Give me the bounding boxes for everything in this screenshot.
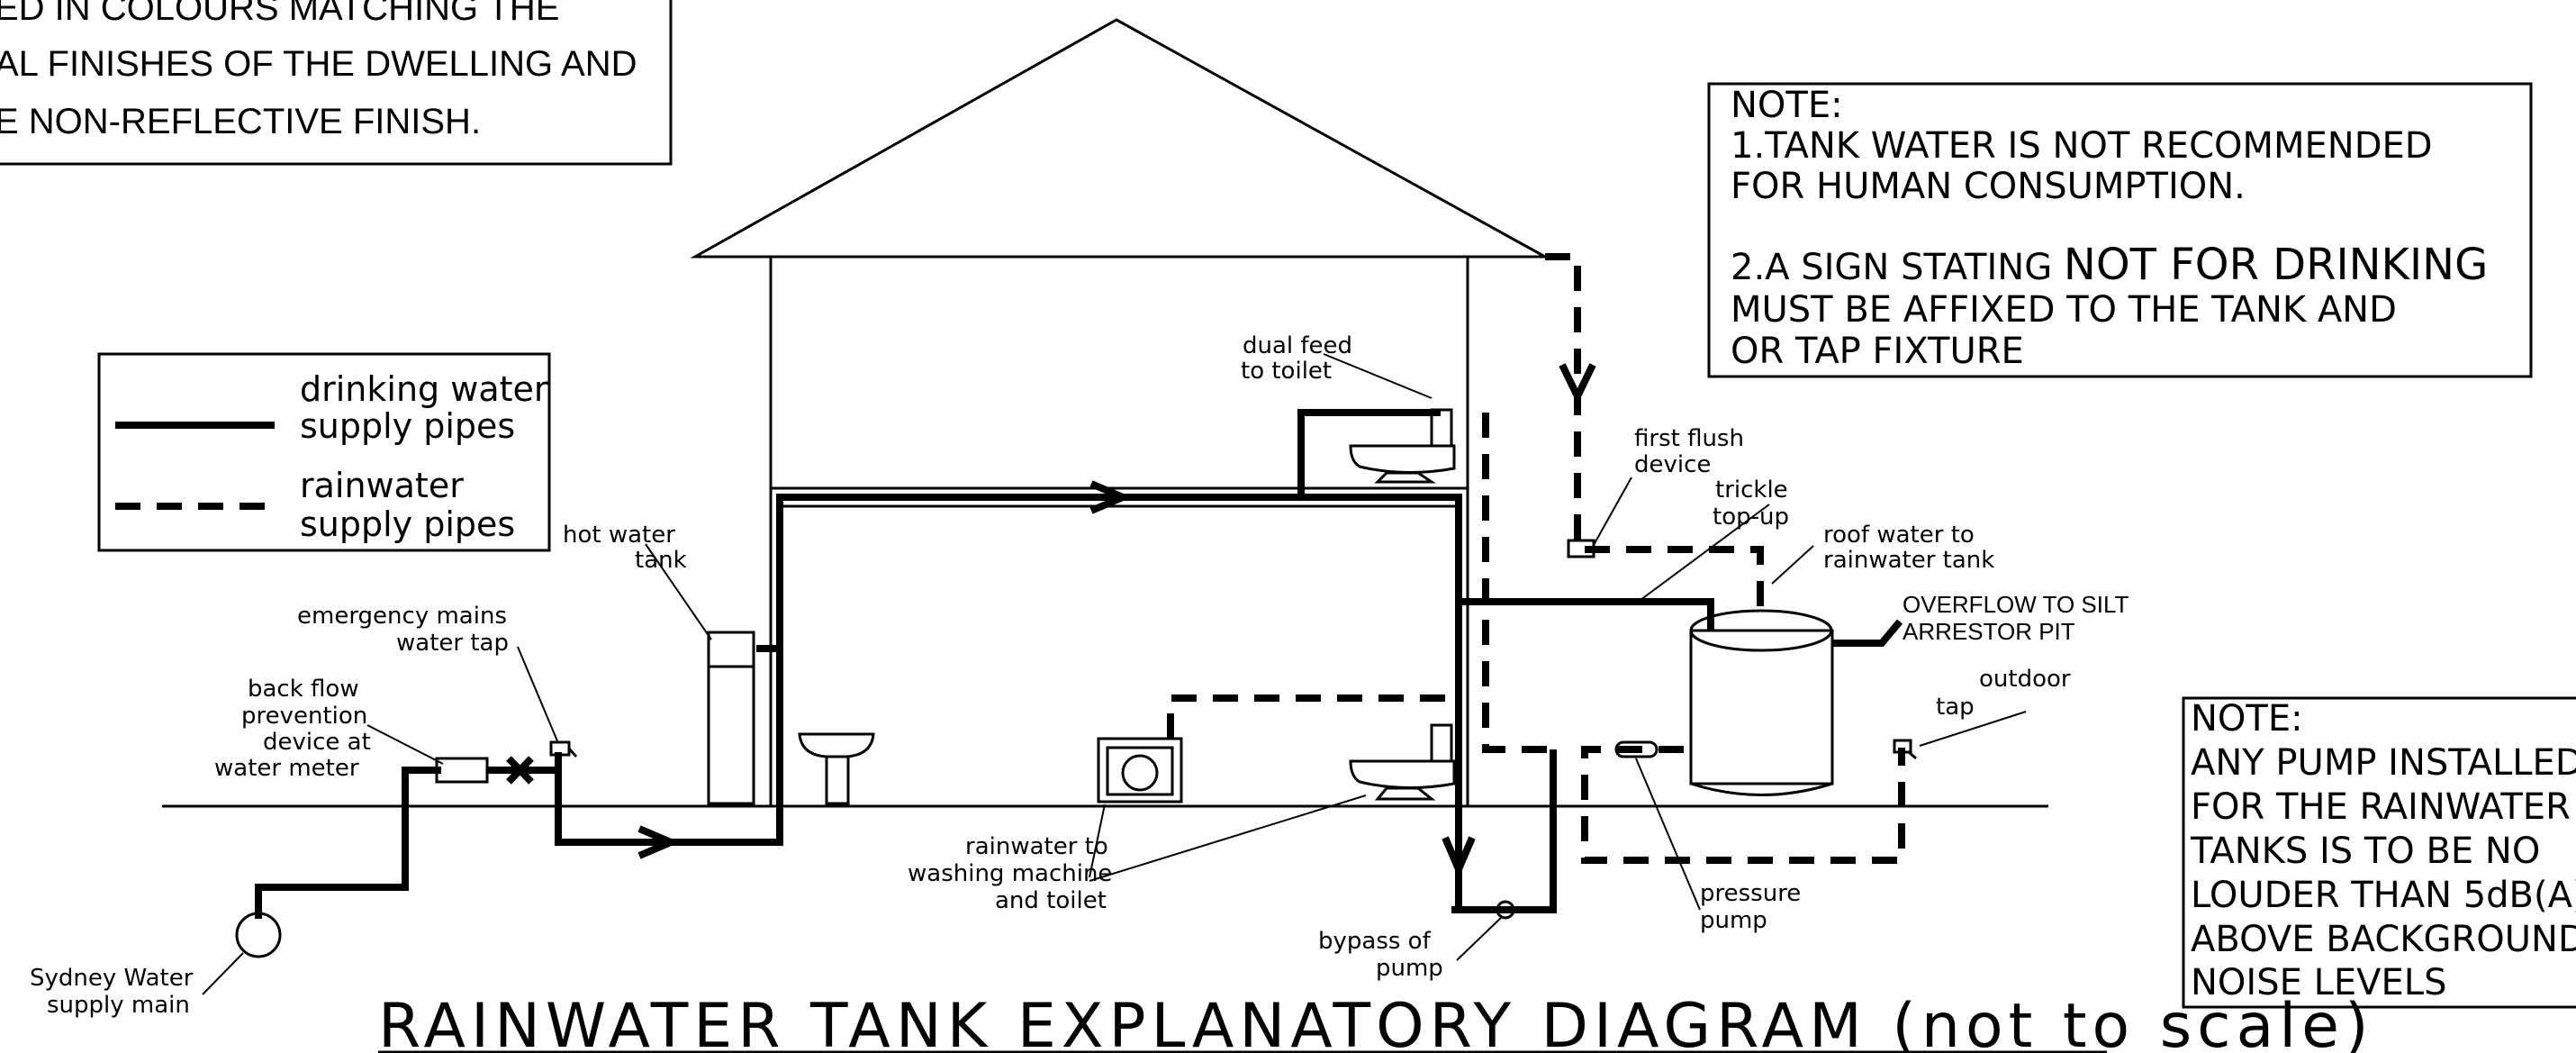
pump-note-heading: NOTE:	[2191, 698, 2303, 740]
hot-water-tank-icon	[707, 631, 755, 805]
note-line-2: FOR HUMAN CONSUMPTION.	[1731, 166, 2246, 207]
label-pressure-2: pump	[1700, 907, 1767, 934]
label-sydney-1: Sydney Water	[30, 965, 194, 992]
first-flush-pipe	[1585, 546, 1764, 613]
label-overflow-1: OVERFLOW TO SILT	[1903, 591, 2129, 618]
label-hot-water-1: hot water	[563, 522, 675, 549]
bypass-valve-icon	[1496, 900, 1515, 920]
label-trickle-1: trickle	[1715, 477, 1788, 504]
basin-icon	[798, 732, 875, 805]
roof-downpipe	[1545, 253, 1581, 545]
label-hot-water-2: tank	[635, 547, 687, 574]
toilet-downstairs-icon	[1349, 723, 1456, 801]
pump-note-line-2: FOR THE RAINWATER	[2191, 786, 2571, 828]
label-washing-2: washing machine	[908, 860, 1112, 887]
diagram-title: RAINWATER TANK EXPLANATORY DIAGRAM (not …	[378, 991, 2374, 1053]
label-pressure-1: pressure	[1700, 880, 1801, 907]
pressure-pump-icon	[1614, 740, 1659, 758]
label-washing-1: rainwater to	[965, 833, 1108, 860]
leader-lines	[202, 353, 2027, 995]
rainwater-pipes	[1167, 253, 1905, 864]
label-first-flush-1: first flush	[1634, 425, 1744, 452]
label-first-flush-2: device	[1634, 451, 1711, 478]
note-line-5: OR TAP FIXTURE	[1731, 331, 2024, 372]
drinking-water-pipes	[255, 409, 1903, 919]
toilet-upstairs-drinking-pipe	[1297, 409, 1441, 497]
house	[690, 18, 1546, 806]
label-backflow-1: back flow	[248, 676, 359, 703]
label-dual-feed-2: to toilet	[1241, 358, 1332, 385]
rainwater-tank-icon	[1689, 609, 1834, 796]
pump-note-line-6: NOISE LEVELS	[2191, 962, 2446, 1003]
pump-note-line-3: TANKS IS TO BE NO	[2190, 831, 2540, 872]
rainwater-house-pipe	[1482, 413, 1553, 753]
label-trickle-2: top-up	[1713, 504, 1789, 531]
arrow-mains	[637, 825, 681, 859]
bypass-pipe	[1459, 749, 1557, 913]
label-outdoor-tap-1: outdoor	[1979, 666, 2071, 693]
outdoor-tap-icon	[1893, 739, 1917, 761]
top-left-note-line-3: E NON-REFLECTIVE FINISH.	[0, 102, 481, 141]
label-dual-feed-1: dual feed	[1243, 332, 1352, 359]
label-emergency-1: emergency mains	[297, 603, 507, 630]
label-roof-water-1: roof water to	[1823, 522, 1975, 549]
legend-rain-line-1: rainwater	[300, 466, 464, 505]
note-heading: NOTE:	[1731, 85, 1843, 126]
trickle-topup-pipe	[1459, 598, 1714, 631]
emergency-mains-tap-icon	[549, 740, 578, 770]
label-washing-3: and toilet	[995, 887, 1107, 914]
note-line-1: 1.TANK WATER IS NOT RECOMMENDED	[1731, 125, 2433, 167]
arrow-ceiling	[1089, 480, 1133, 514]
washing-machine-pipe	[1167, 694, 1459, 739]
pump-note-line-4: LOUDER THAN 5dB(A)	[2191, 875, 2576, 916]
legend-drinking-line-2: supply pipes	[300, 406, 515, 446]
label-outdoor-tap-2: tap	[1936, 694, 1975, 721]
component-labels: dual feed to toilet first flush device t…	[30, 332, 2129, 1019]
washing-machine-icon	[1097, 737, 1183, 803]
label-backflow-4: water meter	[214, 755, 359, 782]
arrow-bypass	[1442, 836, 1476, 879]
sydney-water-main-icon	[235, 912, 282, 958]
pressure-pump-loop	[1581, 746, 1905, 864]
top-left-note-line-2: AL FINISHES OF THE DWELLING AND	[0, 44, 637, 84]
legend-drinking-line-1: drinking water	[300, 369, 548, 409]
note-pump: NOTE: ANY PUMP INSTALLED FOR THE RAINWAT…	[2182, 696, 2576, 1009]
label-sydney-2: supply main	[47, 992, 190, 1019]
toilet-upstairs-icon	[1349, 408, 1456, 484]
note-line-4: MUST BE AFFIXED TO THE TANK AND	[1731, 289, 2397, 331]
label-bypass-2: pump	[1376, 955, 1443, 982]
diagram-title-group: RAINWATER TANK EXPLANATORY DIAGRAM (not …	[378, 991, 2374, 1053]
note-tank-water: NOTE: 1.TANK WATER IS NOT RECOMMENDED FO…	[1707, 82, 2533, 378]
pump-note-line-1: ANY PUMP INSTALLED	[2191, 742, 2576, 784]
label-roof-water-2: rainwater tank	[1823, 547, 1994, 574]
top-left-note-line-1: ED IN COLOURS MATCHING THE	[0, 0, 559, 28]
note-line-3: 2.A SIGN STATING NOT FOR DRINKING	[1731, 240, 2488, 290]
house-roof	[690, 18, 1546, 259]
overflow-pipe	[1832, 619, 1903, 647]
backflow-prevention-device	[435, 756, 534, 785]
label-bypass-1: bypass of	[1318, 928, 1432, 955]
mains-supply-pipe	[255, 767, 441, 919]
pump-note-line-5: ABOVE BACKGROUND	[2191, 919, 2576, 960]
flow-arrows	[637, 363, 1596, 879]
first-flush-device-icon	[1567, 539, 1595, 558]
arrow-downpipe	[1559, 363, 1596, 405]
label-emergency-2: water tap	[396, 630, 509, 657]
legend-rain-line-2: supply pipes	[300, 504, 515, 544]
label-overflow-2: ARRESTOR PIT	[1903, 618, 2075, 645]
legend: drinking water supply pipes rainwater su…	[97, 352, 551, 552]
label-backflow-2: prevention	[241, 703, 367, 730]
note-line-3-prefix: 2.A SIGN STATING	[1731, 247, 2064, 288]
label-backflow-3: device at	[263, 729, 371, 756]
top-left-note: ED IN COLOURS MATCHING THE AL FINISHES O…	[0, 0, 673, 166]
note-emphasis: NOT FOR DRINKING	[2064, 240, 2488, 290]
